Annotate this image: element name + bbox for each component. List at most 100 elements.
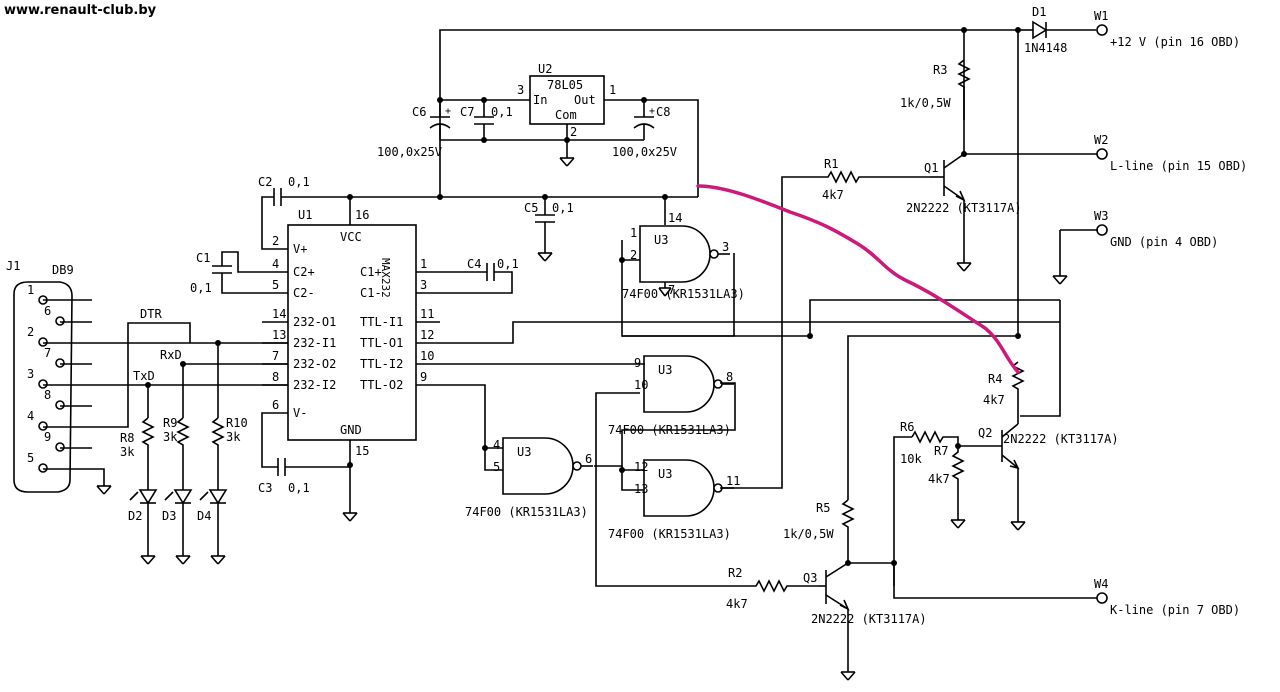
r9-value: 3k <box>163 430 178 444</box>
c2-value: 0,1 <box>288 175 310 189</box>
db9-pin-7 <box>55 358 65 368</box>
d4-ref: D4 <box>197 509 211 523</box>
u1-pin-name: 232-I1 <box>293 336 336 350</box>
resistor-r6 <box>893 430 959 586</box>
u1-pin-name: C1- <box>360 286 382 300</box>
capacitor-c5 <box>535 197 555 245</box>
r4-value: 4k7 <box>983 393 1005 407</box>
u1-pin-num: 3 <box>420 278 427 292</box>
r3-ref: R3 <box>933 63 947 77</box>
u1-pin-name: 232-I2 <box>293 378 336 392</box>
u1-pin-num: 14 <box>272 307 286 321</box>
gate-pin: 11 <box>726 474 740 488</box>
terminal-ref: W2 <box>1094 133 1108 147</box>
u1-pin-name: TTL-I2 <box>360 357 403 371</box>
d3-ref: D3 <box>162 509 176 523</box>
db9-pin-6 <box>55 316 65 326</box>
u1-pin-name: C2- <box>293 286 315 300</box>
terminal-w2: W2L-line (pin 15 OBD) <box>1094 133 1247 173</box>
r4-ref: R4 <box>988 372 1002 386</box>
resistor-r3 <box>957 59 971 120</box>
gate-pin: 3 <box>722 240 729 254</box>
u1-vcc-label: VCC <box>340 230 362 244</box>
u3-ref: U3 <box>658 363 672 377</box>
db9-pin-label: 8 <box>44 388 51 402</box>
r9-ref: R9 <box>163 416 177 430</box>
capacitor-c2 <box>261 188 698 250</box>
u1-pin-num: 10 <box>420 349 434 363</box>
db9-pin-label: 2 <box>27 325 34 339</box>
u2-com-label: Com <box>555 108 577 122</box>
gate-pin: 4 <box>493 438 500 452</box>
c5-value: 0,1 <box>552 201 574 215</box>
transistor-q2 <box>958 416 1020 514</box>
gate-vcc-pin: 14 <box>668 211 682 225</box>
u2-pin-com: 2 <box>570 125 577 139</box>
transistor-q3 <box>818 562 850 664</box>
u2-out-label: Out <box>574 93 596 107</box>
terminals: W1+12 V (pin 16 OBD) W2L-line (pin 15 OBD… <box>1094 9 1247 617</box>
db9-pin-label: 4 <box>27 409 34 423</box>
db9-pin-9 <box>55 442 65 452</box>
terminal-w1: W1+12 V (pin 16 OBD) <box>1094 9 1240 49</box>
capacitor-c6: + <box>429 100 451 140</box>
resistor-r8 <box>141 385 155 470</box>
regulator-u2: U2 78L05 In Out Com 3 1 2 <box>517 62 616 139</box>
u1-pin-num: 11 <box>420 307 434 321</box>
u1-pin-num: 9 <box>420 370 427 384</box>
c7-value: 0,1 <box>491 105 513 119</box>
c3-value: 0,1 <box>288 481 310 495</box>
u1-pin-name: 232-O2 <box>293 357 336 371</box>
resistor-r7 <box>951 446 965 512</box>
capacitor-c1 <box>212 251 288 294</box>
u2-ref: U2 <box>538 62 552 76</box>
u1-pin-name: TTL-O1 <box>360 336 403 350</box>
q3-part: 2N2222 (KT3117A) <box>811 612 927 626</box>
c4-value: 0,1 <box>497 257 519 271</box>
resistor-r5 <box>841 499 855 563</box>
r7-ref: R7 <box>934 444 948 458</box>
resistor-r10 <box>211 343 225 470</box>
led-d2 <box>129 470 158 548</box>
r2-ref: R2 <box>728 566 742 580</box>
gate-pin: 12 <box>634 460 648 474</box>
u1-pin-name: V- <box>293 406 307 420</box>
d1-ref: D1 <box>1032 5 1046 19</box>
gate-gnd-pin: 7 <box>668 283 675 297</box>
r5-value: 1k/0,5W <box>783 527 834 541</box>
u1-pin-name: V+ <box>293 242 307 256</box>
c8-ref: C8 <box>656 105 670 119</box>
db9-pin-4 <box>38 421 48 431</box>
d2-ref: D2 <box>128 509 142 523</box>
u1-ref: U1 <box>298 208 312 222</box>
db9-shell <box>13 281 73 493</box>
resistor-r9 <box>176 364 190 470</box>
connector-type: DB9 <box>52 263 74 277</box>
u1-pin-num: 7 <box>272 349 279 363</box>
capacitor-c7 <box>474 100 494 140</box>
resistor-r2 <box>722 579 818 593</box>
u2-in-label: In <box>533 93 547 107</box>
q2-ref: Q2 <box>978 426 992 440</box>
r2-value: 4k7 <box>726 597 748 611</box>
gate-pin: 10 <box>634 378 648 392</box>
c1-ref: C1 <box>196 251 210 265</box>
terminal-w4: W4K-line (pin 7 OBD) <box>1094 577 1240 617</box>
u1-pin-num: 6 <box>272 398 279 412</box>
signal-dtr: DTR <box>140 307 162 321</box>
u2-part: 78L05 <box>547 78 583 92</box>
u1-pin-num: 4 <box>272 257 279 271</box>
transistor-q1 <box>930 153 966 202</box>
gate-pin: 1 <box>630 226 637 240</box>
terminal-ref: W3 <box>1094 209 1108 223</box>
c2-ref: C2 <box>258 175 272 189</box>
terminal-label: +12 V (pin 16 OBD) <box>1110 35 1240 49</box>
q3-ref: Q3 <box>803 571 817 585</box>
gate-pin: 5 <box>493 460 500 474</box>
svg-text:+: + <box>445 106 451 117</box>
